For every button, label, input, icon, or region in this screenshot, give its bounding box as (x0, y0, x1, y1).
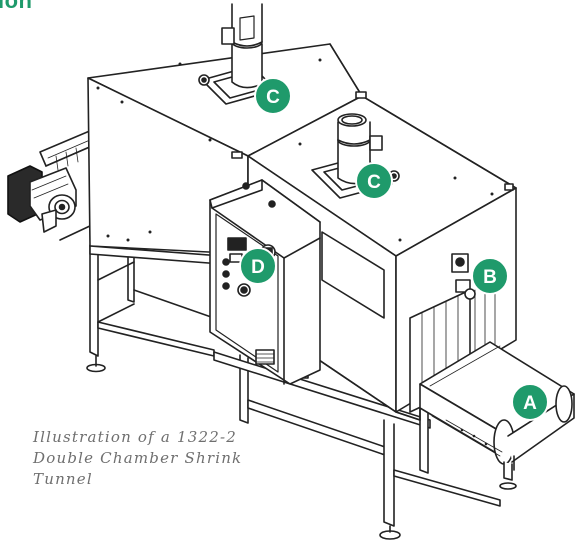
base-frame (86, 239, 501, 540)
figure-caption: Illustration of a 1322-2 Double Chamber … (33, 427, 273, 490)
callout-c-top-label: C (266, 87, 280, 108)
caption-line-2: Double Chamber Shrink (33, 449, 243, 467)
caption-line-3: Tunnel (33, 470, 93, 488)
callout-b-label: B (483, 267, 497, 288)
left-motor (7, 165, 77, 233)
callout-c-middle-label: C (367, 172, 381, 193)
callout-c-top: C (254, 77, 292, 115)
header-fragment: ion (0, 0, 33, 13)
callout-c-middle: C (355, 162, 393, 200)
callout-a: A (511, 383, 549, 421)
caption-line-1: Illustration of a 1322-2 (33, 428, 237, 446)
callout-a-label: A (523, 393, 537, 414)
blower-motor-top (198, 3, 277, 105)
callout-d: D (239, 247, 277, 285)
callout-d-label: D (251, 257, 265, 278)
callout-b: B (471, 257, 509, 295)
